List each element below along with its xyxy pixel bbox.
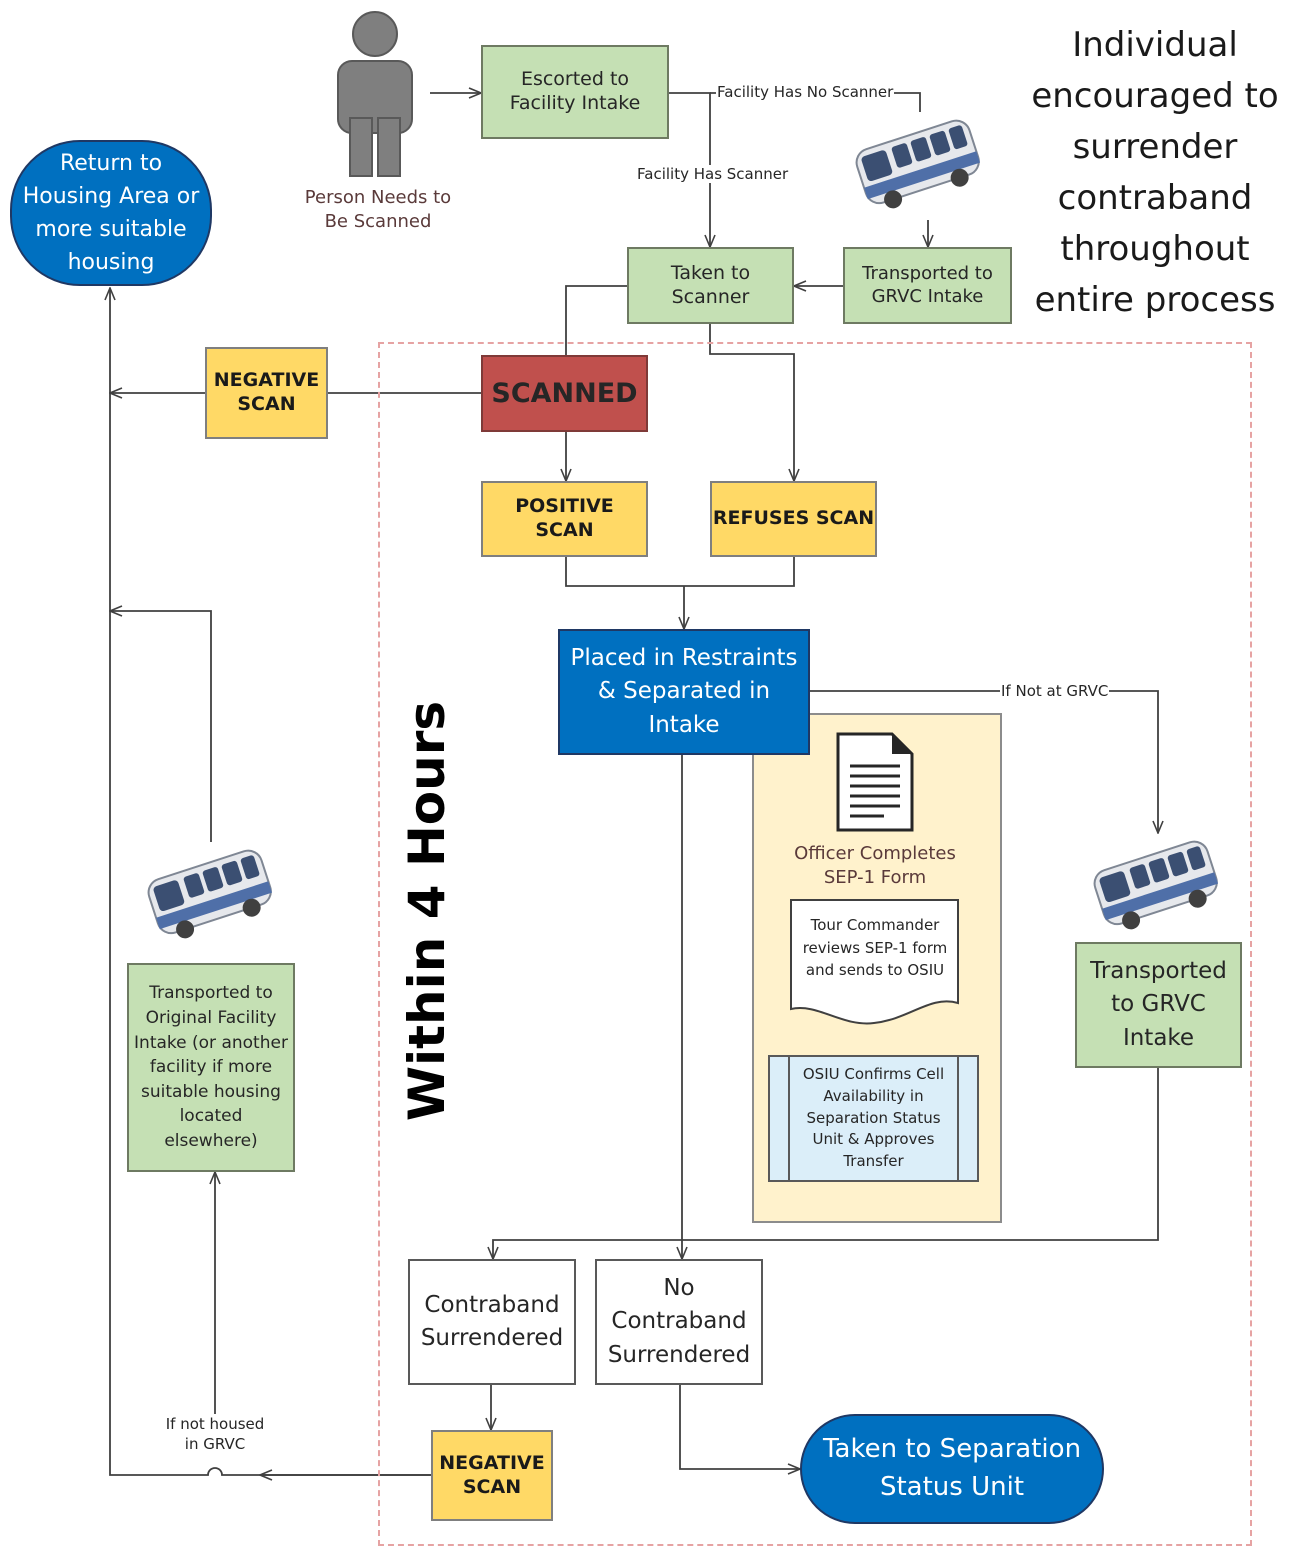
- scanned-box: SCANNED: [481, 355, 648, 432]
- officer-completes-form-label: Officer Completes SEP-1 Form: [794, 843, 956, 889]
- edge-positive-refuses-merge: [565, 557, 795, 587]
- restraints-box: Placed in Restraints & Separated in Inta…: [558, 629, 810, 755]
- contraband-surrendered-box: Contraband Surrendered: [408, 1259, 576, 1385]
- escorted-to-intake-box: Escorted to Facility Intake: [481, 45, 669, 139]
- refuses-scan-box: REFUSES SCAN: [710, 481, 877, 557]
- bus-icon: [1093, 840, 1219, 930]
- bus-icon: [855, 119, 981, 209]
- not-housed-edge-label: If not housed in GRVC: [150, 1414, 280, 1455]
- edge-no-contraband-to-separation: [679, 1385, 800, 1469]
- osiu-confirms-box: OSIU Confirms Cell Availability in Separ…: [768, 1055, 979, 1182]
- has-scanner-edge-label: Facility Has Scanner: [636, 165, 790, 183]
- bus-icon: [147, 849, 273, 939]
- transported-grvc-right-box: Transported to GRVC Intake: [1075, 942, 1242, 1068]
- person-label: Person Needs to Be Scanned: [304, 187, 452, 233]
- not-at-grvc-edge-label: If Not at GRVC: [1000, 682, 1110, 700]
- separation-unit-terminal: Taken to Separation Status Unit: [800, 1414, 1104, 1524]
- edge-restraints-to-bus: [809, 690, 1158, 833]
- tour-commander-document-shape: [790, 899, 959, 1025]
- taken-to-scanner-box: Taken to Scanner: [627, 247, 794, 324]
- edge-scanner-to-refuses: [709, 324, 794, 481]
- surrender-annotation: Individual encouraged to surrender contr…: [1031, 25, 1279, 320]
- no-contraband-box: No Contraband Surrendered: [595, 1259, 763, 1385]
- person-icon: [337, 11, 413, 177]
- transported-original-facility-box: Transported to Original Facility Intake …: [127, 963, 295, 1172]
- no-scanner-edge-label: Facility Has No Scanner: [716, 83, 895, 101]
- four-hour-window-frame: [378, 342, 1252, 1546]
- edge-grvc-right-to-contraband: [493, 1068, 1159, 1259]
- return-housing-terminal: Return to Housing Area or more suitable …: [10, 140, 212, 286]
- negative-scan-bottom-box: NEGATIVE SCAN: [431, 1430, 553, 1521]
- within-four-hours-label: Within 4 Hours: [398, 700, 456, 1122]
- document-icon: [836, 732, 914, 832]
- edge-bus-to-return-line: [110, 611, 212, 842]
- tour-commander-text: Tour Commander reviews SEP-1 form and se…: [802, 916, 948, 979]
- negative-scan-top-box: NEGATIVE SCAN: [205, 347, 328, 439]
- positive-scan-box: POSITIVE SCAN: [481, 481, 648, 557]
- edge-scanner-to-scanned: [565, 285, 627, 355]
- transported-grvc-top-box: Transported to GRVC Intake: [843, 247, 1012, 324]
- edge-negative-to-original-facility: [110, 288, 431, 1476]
